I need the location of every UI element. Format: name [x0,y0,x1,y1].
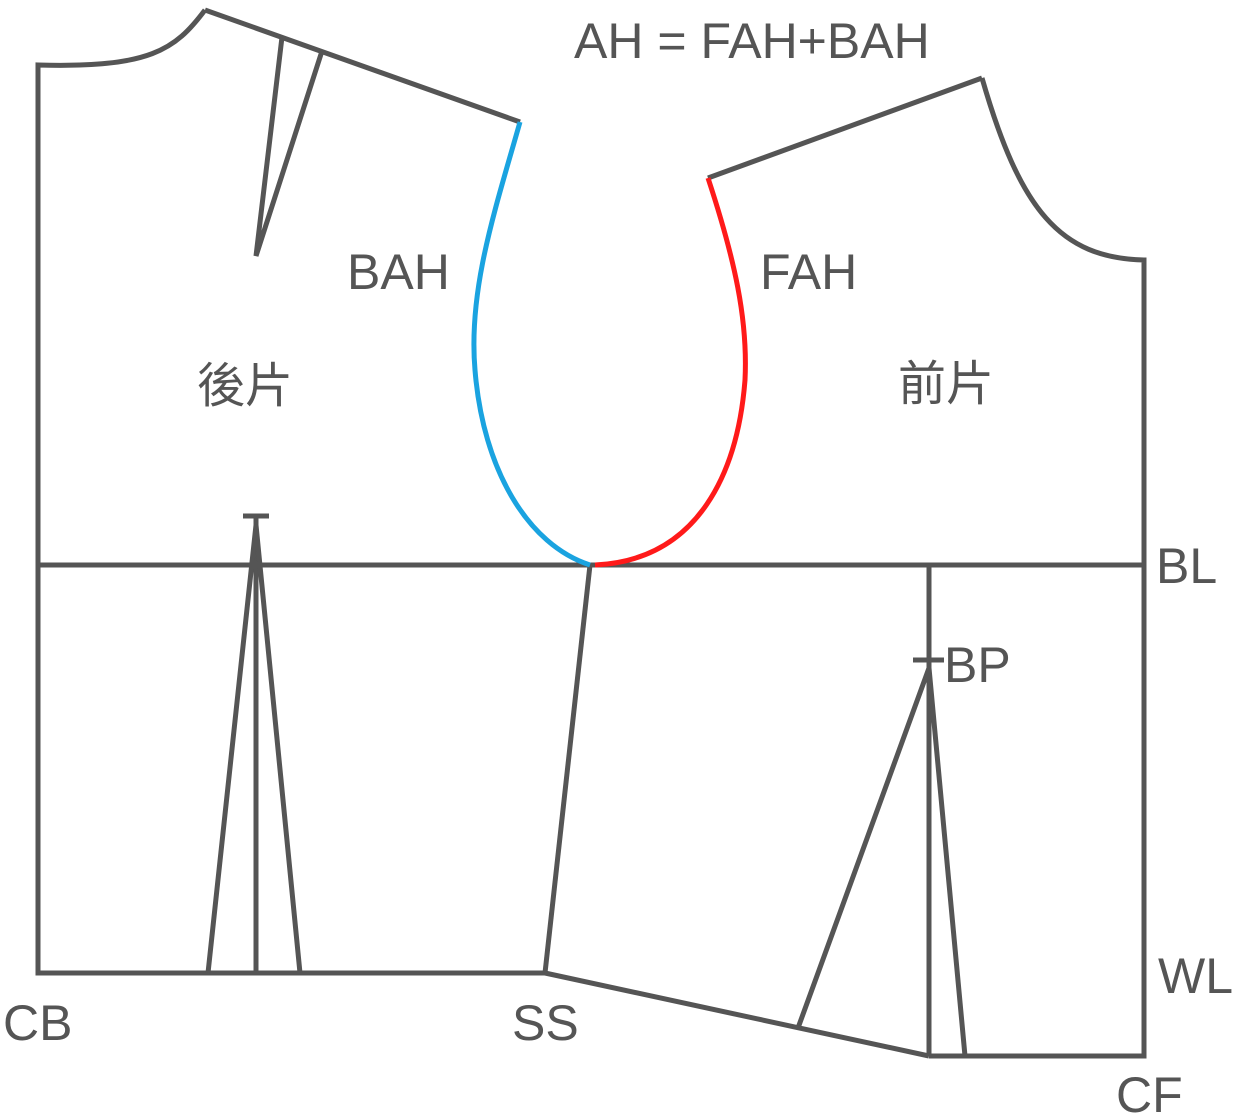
front-shoulder-line [707,75,983,181]
front-armhole-label: FAH [760,244,857,300]
back-piece-label: 後片 [197,358,293,414]
side-seam-label: SS [512,995,579,1051]
back-armhole-label: BAH [347,244,450,300]
side-seam-line [542,564,593,974]
armhole-formula: AH = FAH+BAH [574,13,930,69]
back-shoulder-line [204,7,521,125]
front-armhole-curve [594,177,748,568]
back-shoulder-dart [253,36,325,257]
front-neckline-and-center-front [929,77,1147,1059]
back-waist-dart [205,513,303,974]
waist-line-label: WL [1158,948,1233,1004]
back-armhole-curve [471,121,591,568]
center-front-label: CF [1116,1067,1183,1117]
front-bodice [544,75,1147,1059]
front-waist-dart [795,667,968,1057]
center-back-label: CB [3,995,72,1051]
bust-line-label: BL [1156,538,1217,594]
front-piece-label: 前片 [898,356,994,412]
back-bodice [35,7,545,976]
back-neckline-and-center-back [35,8,545,976]
bust-point-label: BP [944,637,1011,693]
front-waist-line [544,970,930,1059]
